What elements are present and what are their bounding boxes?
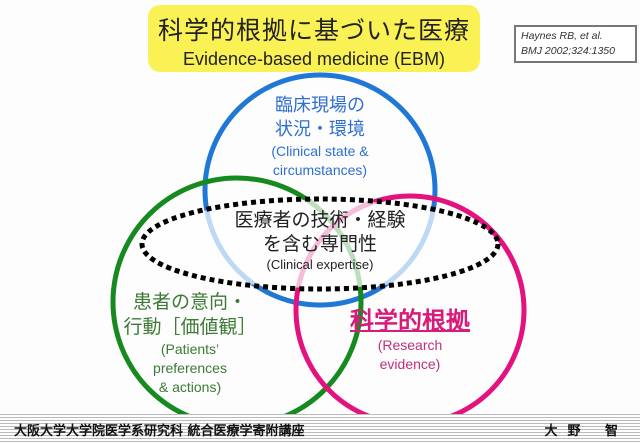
footer-author: 大野 智 xyxy=(544,424,628,439)
clinical-state-en-2: circumstances) xyxy=(272,162,368,178)
clinical-state-jp-2: 状況・環境 xyxy=(275,119,365,140)
patients-jp-2: 行動［価値観］ xyxy=(123,316,257,338)
clinical-state-en-1: (Clinical state & xyxy=(271,143,369,159)
label-clinical-state: 臨床現場の 状況・環境 (Clinical state & circumstan… xyxy=(220,94,420,180)
circle-clinical-state xyxy=(202,72,438,308)
patients-jp-1: 患者の意向・ xyxy=(132,291,247,313)
ellipse-fill xyxy=(144,200,496,288)
research-en-1: (Research xyxy=(377,337,443,353)
research-jp-1: 科学的根拠 xyxy=(350,307,470,335)
title-japanese: 科学的根拠に基づいた医療 xyxy=(157,16,470,45)
reference-line-2: BMJ 2002;324:1350 xyxy=(521,45,615,57)
patients-en-3: & actions) xyxy=(158,379,222,395)
label-patients: 患者の意向・ 行動［価値観］ (Patients’ preferences & … xyxy=(100,290,280,397)
reference-citation: Haynes RB, et al. BMJ 2002;324:1350 xyxy=(514,25,637,63)
clinical-expertise-jp-1: 医療者の技術・経験 xyxy=(234,209,406,231)
patients-en-1: (Patients’ xyxy=(160,341,220,357)
label-clinical-expertise: 医療者の技術・経験 を含む専門性 (Clinical expertise) xyxy=(180,208,460,274)
title-box: 科学的根拠に基づいた医療 Evidence-based medicine (EB… xyxy=(148,5,480,72)
footer-institution: 大阪大学大学院医学系研究科 統合医療学寄附講座 xyxy=(14,424,305,439)
clinical-state-jp-1: 臨床現場の xyxy=(275,95,365,116)
patients-en-2: preferences xyxy=(153,360,227,376)
clinical-expertise-jp-2: を含む専門性 xyxy=(262,233,377,255)
reference-line-1: Haynes RB, et al. xyxy=(521,30,603,42)
ellipse-clinical-expertise xyxy=(139,196,501,292)
footer-bar: 大阪大学大学院医学系研究科 統合医療学寄附講座 大野 智 xyxy=(0,414,640,443)
clinical-expertise-en-1: (Clinical expertise) xyxy=(266,257,374,272)
title-english: Evidence-based medicine (EBM) xyxy=(182,49,446,69)
label-research: 科学的根拠 (Research evidence) xyxy=(340,306,480,374)
research-en-2: evidence) xyxy=(379,356,441,372)
